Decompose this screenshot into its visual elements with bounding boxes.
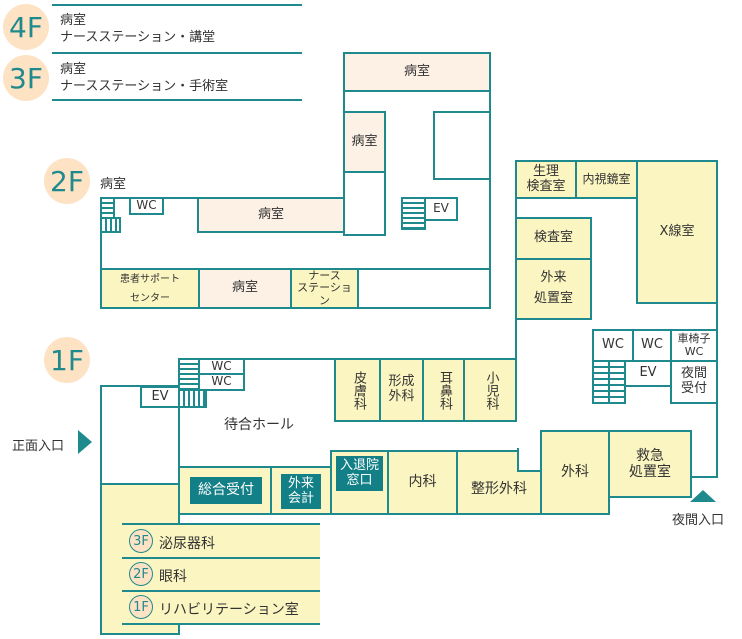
room-admission: 入退院 窓口 <box>330 450 389 515</box>
room-physiology-lab: 生理 検査室 <box>515 160 577 199</box>
outpatient-billing-line2: 会計 <box>287 490 314 506</box>
nurse-station-line1: ナース <box>308 268 341 282</box>
emergency-line1: 救急 <box>636 447 664 464</box>
floor-4f-line1: 病室 <box>60 13 87 28</box>
stairs-2f-left-lower <box>100 217 121 233</box>
night-entrance-label: 夜間入口 <box>672 513 725 528</box>
room-internal-medicine: 内科 <box>387 450 458 515</box>
wc-2f: WC <box>129 197 164 215</box>
room-general-reception: 総合受付 <box>178 466 272 515</box>
room-blank-2f <box>357 268 491 309</box>
divider <box>52 52 302 54</box>
wheelchair-wc-line2: WC <box>684 344 704 358</box>
wall <box>515 318 517 360</box>
wc-left-2: WC <box>198 373 245 391</box>
floor-badge-4f: 4F <box>3 4 49 50</box>
outpatient-billing-box: 外来 会計 <box>281 474 321 509</box>
room-dermatology: 皮膚科 <box>334 358 381 422</box>
room-night-reception: 夜間 受付 <box>670 360 718 404</box>
emergency-line2: 処置室 <box>629 464 671 480</box>
admission-line2: 窓口 <box>346 472 373 488</box>
room-ward-corridor: 病室 <box>197 197 345 233</box>
divider <box>52 4 302 6</box>
dermatology-label: 皮膚科 <box>350 370 366 410</box>
annex-badge-1f: 1F <box>129 595 153 619</box>
room-ward-bottom: 病室 <box>198 268 292 309</box>
room-pediatrics: 小児科 <box>463 358 517 422</box>
patient-support-line1: 患者サポート <box>120 273 180 285</box>
floor-3f-info: 病室 ナースステーション・手術室 <box>60 61 228 95</box>
admission-line1: 入退院 <box>339 458 379 474</box>
nurse-station-line2: ステーション <box>297 281 352 307</box>
corridor-block <box>343 171 386 236</box>
room-outpatient-treatment: 外来 処置室 <box>515 258 592 320</box>
orthopedics-notch <box>517 448 540 472</box>
wc-right-2: WC <box>632 329 672 362</box>
floor-2f-caption: 病室 <box>100 177 127 192</box>
outpatient-billing-line1: 外来 <box>287 476 314 492</box>
main-entrance-arrow-icon <box>78 430 92 454</box>
physiology-lab-line1: 生理 <box>532 163 559 179</box>
night-reception-line2: 受付 <box>680 381 707 396</box>
room-surgery: 外科 <box>540 430 610 515</box>
floor-badge-1f: 1F <box>44 337 90 383</box>
ev-left: EV <box>140 386 180 408</box>
divider <box>52 99 302 101</box>
annex-divider <box>122 523 320 525</box>
room-lab: 検査室 <box>515 217 592 260</box>
room-patient-support: 患者サポート センター <box>100 268 200 309</box>
annex-label-1f: リハビリテーション室 <box>159 602 299 618</box>
ev-right: EV <box>624 360 672 387</box>
floor-4f-info: 病室 ナースステーション・講堂 <box>60 12 215 46</box>
annex-badge-2f: 2F <box>129 562 153 586</box>
plastic-surgery-line2: 外科 <box>388 389 415 404</box>
wc-right-1: WC <box>592 329 634 362</box>
wall <box>716 160 718 478</box>
room-xray: X線室 <box>636 160 718 304</box>
night-reception-line1: 夜間 <box>680 366 707 382</box>
annex-divider <box>122 557 320 559</box>
wc-wheelchair: 車椅子 WC <box>670 329 718 362</box>
annex-label-2f: 眼科 <box>159 569 187 585</box>
waiting-hall-label: 待合ホール <box>224 417 294 433</box>
floor-badge-3f: 3F <box>3 55 49 101</box>
floor-3f-line1: 病室 <box>60 62 87 77</box>
annex-divider <box>122 590 320 592</box>
floor-4f-line2: ナースステーション・講堂 <box>60 30 216 45</box>
room-plastic-surgery: 形成 外科 <box>379 358 424 422</box>
stairs-left <box>178 358 200 392</box>
room-nurse-station: ナース ステーション <box>290 268 359 309</box>
room-emergency: 救急 処置室 <box>608 430 692 498</box>
room-ward-top: 病室 <box>343 52 491 92</box>
annex-badge-3f: 3F <box>129 529 153 553</box>
night-entrance-arrow-icon <box>690 490 716 502</box>
annex-divider <box>122 623 320 625</box>
floor-badge-2f: 2F <box>44 158 90 204</box>
outpatient-treatment-line1: 外来 <box>540 270 567 286</box>
general-reception-button: 総合受付 <box>190 477 262 504</box>
stairs-divider <box>608 360 610 404</box>
plastic-surgery-line1: 形成 <box>388 374 415 390</box>
room-ward-mid: 病室 <box>343 111 386 173</box>
admission-box: 入退院 窓口 <box>336 456 383 491</box>
stairs-2f-left <box>100 197 115 219</box>
patient-support-line2: センター <box>130 292 170 304</box>
pediatrics-label: 小児科 <box>483 370 499 410</box>
ev-2f: EV <box>424 197 458 221</box>
stairs-2f-ev <box>401 197 426 230</box>
wall <box>690 476 718 478</box>
room-outpatient-billing: 外来 会計 <box>270 466 332 515</box>
room-endoscopy: 内視鏡室 <box>575 160 638 199</box>
room-ent: 耳鼻科 <box>422 358 465 422</box>
outpatient-treatment-line2: 処置室 <box>533 291 573 306</box>
void-block <box>433 111 491 180</box>
annex-label-3f: 泌尿器科 <box>159 536 215 552</box>
floor-3f-line2: ナースステーション・手術室 <box>60 79 229 94</box>
ent-label: 耳鼻科 <box>436 370 452 410</box>
stairs-left-lower <box>178 389 207 408</box>
annex-list <box>122 523 320 623</box>
wheelchair-wc-line1: 車椅子 <box>677 332 711 346</box>
main-entrance-label: 正面入口 <box>12 439 65 454</box>
physiology-lab-line2: 検査室 <box>526 178 566 194</box>
